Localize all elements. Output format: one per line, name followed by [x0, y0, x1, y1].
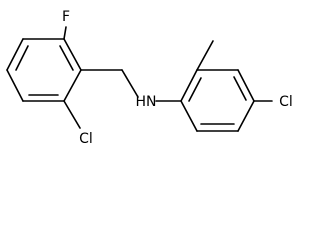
- bond: [63, 38, 82, 71]
- bond-methyl: [196, 40, 214, 71]
- bond: [180, 100, 198, 132]
- double-bond-inner: [59, 45, 74, 71]
- double-bond-inner: [15, 45, 29, 71]
- atom-label-cl-left: Cl: [79, 131, 93, 147]
- structure-drawing: F Cl HN Cl: [6, 9, 293, 147]
- right-ring: [180, 69, 255, 132]
- atom-label-cl-right: Cl: [279, 94, 293, 110]
- bond: [237, 69, 255, 102]
- atom-label-nh: HN: [136, 94, 157, 110]
- bond-c-f: [63, 26, 67, 40]
- double-bond-inner: [233, 76, 247, 101]
- bond: [6, 69, 24, 102]
- left-ring: [6, 38, 82, 102]
- bond-ch2-n: [121, 69, 139, 98]
- molecule-diagram: F Cl HN Cl: [6, 9, 293, 147]
- double-bond-inner: [188, 77, 202, 102]
- bond: [237, 100, 255, 132]
- bond: [180, 69, 198, 102]
- atom-label-f: F: [62, 9, 70, 25]
- bond-c-cl-left: [63, 100, 81, 129]
- bond: [63, 69, 82, 102]
- bond: [6, 38, 24, 71]
